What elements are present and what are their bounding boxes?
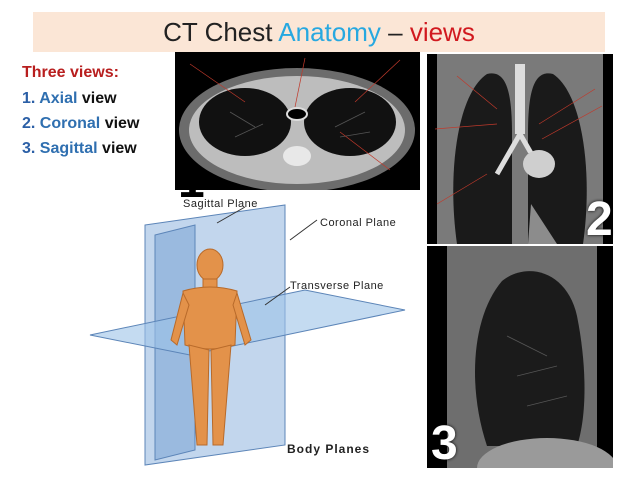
title-dash: – [380, 17, 410, 47]
view-name: Sagittal [39, 140, 98, 157]
view-number: 3. [22, 140, 36, 157]
view-item-axial: 1. Axial view [22, 90, 139, 108]
sagittal-plane-label: Sagittal Plane [183, 198, 258, 210]
body-planes-caption: Body Planes [287, 442, 371, 456]
slide-title: CT Chest Anatomy – views [33, 12, 605, 52]
coronal-ct-image [427, 54, 613, 244]
view-suffix: view [77, 90, 117, 107]
view-name: Axial [39, 90, 78, 107]
view-item-coronal: 2. Coronal view [22, 115, 139, 133]
transverse-plane-label: Transverse Plane [290, 280, 384, 292]
body-planes-diagram [85, 195, 415, 470]
views-list: Three views: 1. Axial view 2. Coronal vi… [22, 64, 139, 165]
view-name: Coronal [39, 115, 101, 132]
coronal-plane-label: Coronal Plane [320, 217, 397, 229]
sagittal-ct-image [427, 246, 613, 468]
view-suffix: view [100, 115, 140, 132]
axial-ct-image [175, 52, 420, 190]
view-number: 1. [22, 90, 36, 107]
view-number: 2. [22, 115, 36, 132]
title-anatomy: Anatomy [278, 17, 381, 47]
view-item-sagittal: 3. Sagittal view [22, 140, 139, 158]
axial-number: 1 [178, 155, 205, 208]
coronal-number: 2 [586, 193, 613, 246]
views-heading: Three views: [22, 64, 119, 81]
title-views: views [409, 17, 475, 47]
title-text: CT Chest [163, 17, 279, 47]
view-suffix: view [97, 140, 137, 157]
sagittal-number: 3 [431, 417, 458, 470]
